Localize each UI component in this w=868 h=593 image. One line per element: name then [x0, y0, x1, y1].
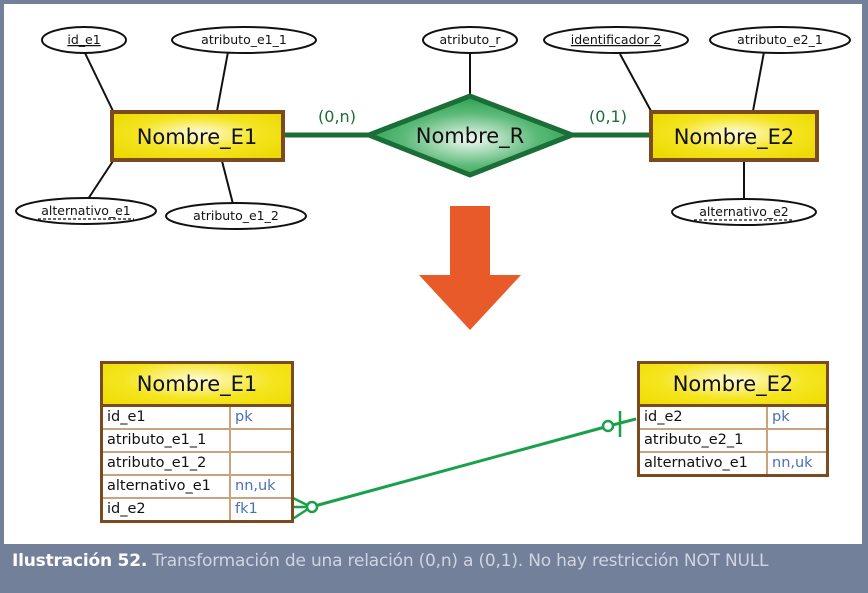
column-constraint: pk	[235, 409, 253, 425]
column-name: atributo_e1_1	[103, 430, 231, 451]
attribute-alternativo-e2: alternativo_e2	[671, 198, 817, 226]
svg-text:Nombre_E2: Nombre_E2	[674, 125, 795, 150]
down-arrow-icon	[419, 206, 521, 330]
column-constraint	[768, 430, 772, 451]
column-name: id_e2	[103, 499, 231, 520]
attribute-alternativo-e1: alternativo_e1	[15, 197, 157, 225]
column-name: id_e1	[103, 407, 231, 428]
connector-line	[619, 53, 652, 112]
attribute-id-e1: id_e1	[41, 26, 127, 54]
table-row: atributo_e2_1	[640, 430, 826, 453]
table-nombre-e2: Nombre_E2 id_e2 pk atributo_e2_1 alterna…	[637, 361, 829, 477]
zero-optional-circle	[601, 419, 615, 433]
column-constraint	[231, 430, 235, 451]
svg-text:atributo_e1_2: atributo_e1_2	[193, 208, 279, 223]
entity-nombre-e2: Nombre_E2	[649, 110, 819, 162]
column-constraint: pk	[772, 409, 790, 425]
svg-text:id_e1: id_e1	[67, 32, 100, 47]
connector-line	[87, 160, 114, 200]
svg-text:atributo_e1_1: atributo_e1_1	[201, 32, 287, 47]
column-constraint: nn,uk	[772, 455, 813, 471]
svg-text:Nombre_R: Nombre_R	[416, 124, 525, 149]
diagram-canvas: id_e1 atributo_e1_1 alternativo_e1 atrib…	[4, 4, 862, 544]
column-name: atributo_e2_1	[640, 430, 768, 451]
entity-nombre-e1: Nombre_E1	[110, 110, 285, 162]
table-row: alternativo_e1 nn,uk	[640, 453, 826, 474]
relationship-nombre-r: Nombre_R	[362, 93, 579, 178]
attribute-identificador-2: identificador 2	[543, 26, 689, 54]
attribute-atributo-r: atributo_r	[422, 26, 518, 54]
caption-text: Transformación de una relación (0,n) a (…	[147, 551, 769, 571]
attribute-atributo-e1-2: atributo_e1_2	[165, 202, 307, 230]
attribute-atributo-e1-1: atributo_e1_1	[171, 26, 317, 54]
column-name: atributo_e1_2	[103, 453, 231, 474]
cardinality-left: (0,n)	[318, 107, 356, 126]
table-row: id_e2 pk	[640, 407, 826, 430]
table-header: Nombre_E2	[640, 364, 826, 407]
table-row: id_e2 fk1	[103, 499, 291, 520]
connector-line	[83, 50, 114, 112]
connector-line	[752, 51, 765, 112]
cardinality-right: (0,1)	[589, 107, 627, 126]
column-name: alternativo_e1	[103, 476, 231, 497]
svg-text:identificador 2: identificador 2	[571, 32, 661, 47]
attribute-atributo-e2-1: atributo_e2_1	[709, 26, 851, 54]
table-row: alternativo_e1 nn,uk	[103, 476, 291, 499]
svg-text:alternativo_e1: alternativo_e1	[41, 203, 131, 218]
figure-caption: Ilustración 52. Transformación de una re…	[12, 551, 768, 571]
table-row: id_e1 pk	[103, 407, 291, 430]
table-link	[290, 411, 637, 522]
zero-optional-circle	[305, 500, 319, 514]
svg-text:alternativo_e2: alternativo_e2	[699, 204, 789, 219]
table-header: Nombre_E1	[103, 364, 291, 407]
er-diagram: id_e1 atributo_e1_1 alternativo_e1 atrib…	[15, 26, 851, 522]
column-name: alternativo_e1	[640, 453, 768, 474]
table-row: atributo_e1_1	[103, 430, 291, 453]
column-name: id_e2	[640, 407, 768, 428]
column-constraint: fk1	[235, 501, 258, 517]
svg-text:Nombre_E1: Nombre_E1	[137, 125, 258, 150]
svg-text:atributo_e2_1: atributo_e2_1	[737, 32, 823, 47]
table-row: atributo_e1_2	[103, 453, 291, 476]
svg-text:atributo_r: atributo_r	[440, 32, 502, 47]
connector-line	[216, 51, 229, 112]
caption-label: Ilustración 52.	[12, 551, 148, 571]
table-nombre-e1: Nombre_E1 id_e1 pk atributo_e1_1 atribut…	[100, 361, 294, 523]
column-constraint: nn,uk	[235, 478, 276, 494]
column-constraint	[231, 453, 235, 474]
connector-line	[221, 160, 234, 205]
